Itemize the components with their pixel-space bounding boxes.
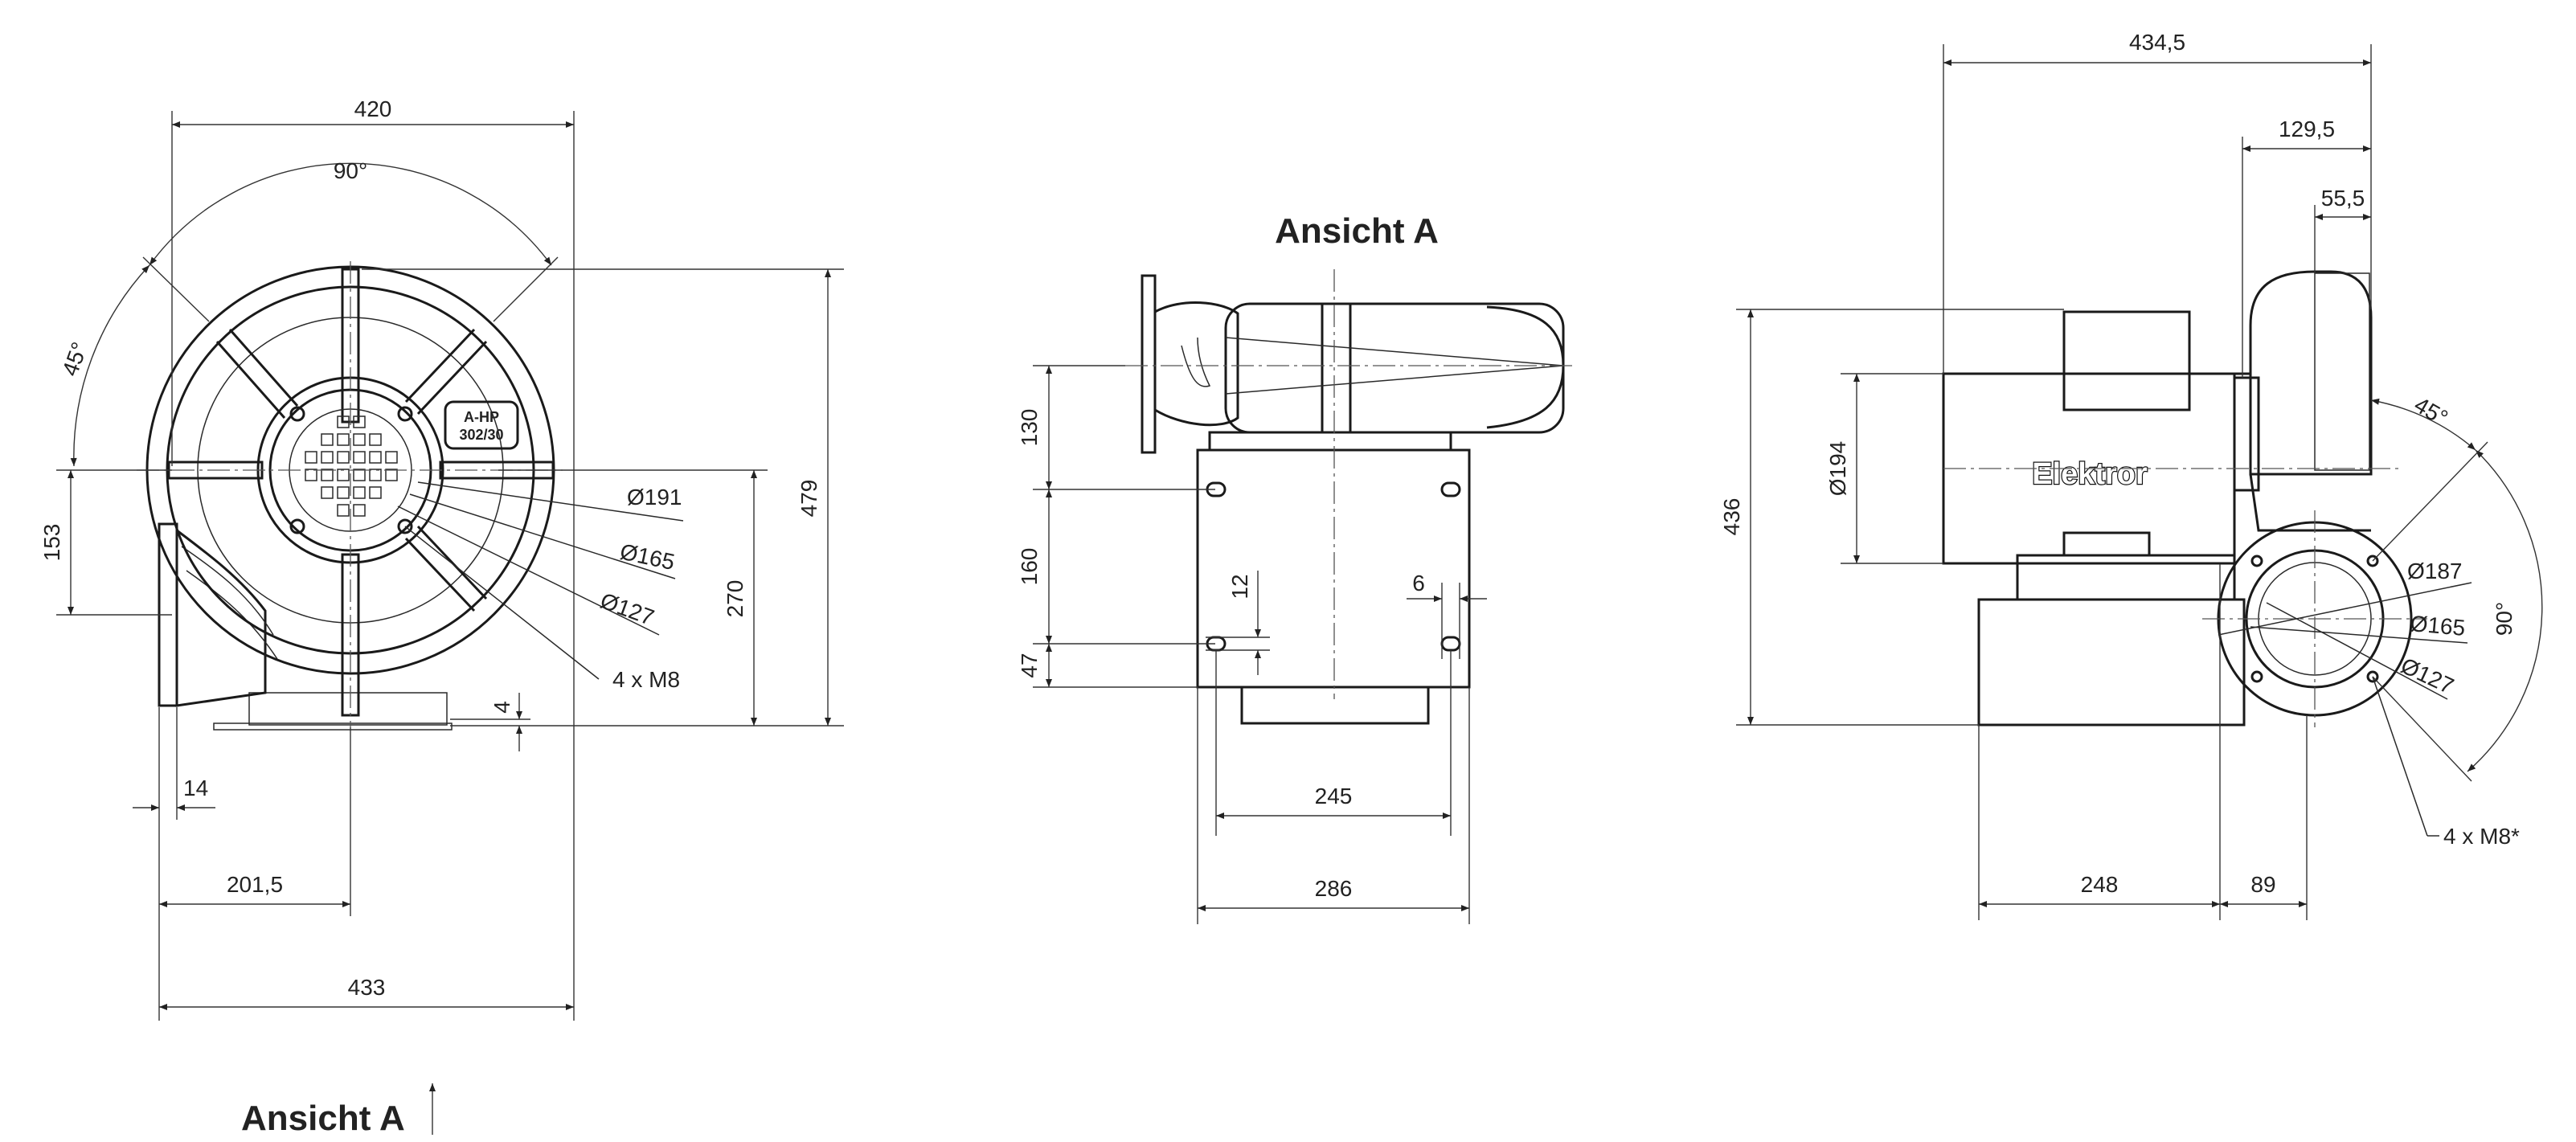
- dim-6: 6: [1412, 571, 1425, 596]
- right-base-box: [1977, 598, 2246, 727]
- dim-434-5: 434,5: [2129, 30, 2185, 55]
- dim-433: 433: [348, 975, 386, 1000]
- dim-479: 479: [797, 480, 821, 518]
- nameplate-line2: 302/30: [459, 427, 503, 443]
- side-foot: [1240, 686, 1430, 725]
- dim-dia-191: Ø191: [627, 485, 682, 510]
- dim-12: 12: [1227, 574, 1252, 599]
- angle-arc-45: [70, 264, 150, 467]
- right-dia-127: Ø127: [2397, 653, 2457, 698]
- angle-90: 90°: [334, 158, 367, 183]
- dim-129-5: 129,5: [2279, 117, 2335, 141]
- front-nameplate: [444, 400, 519, 450]
- front-view: A-HP 302/30 420 90° 45° 153 270 479 4: [39, 96, 844, 1138]
- nameplate-line1: A-HP: [464, 409, 499, 425]
- front-bolt-spec: 4 x M8: [612, 667, 680, 692]
- front-base-foot: [248, 692, 448, 726]
- side-housing: [1224, 302, 1565, 434]
- right-bolt-spec: 4 x M8*: [2443, 824, 2520, 849]
- dim-153: 153: [39, 524, 64, 562]
- view-title: Ansicht A: [1275, 211, 1439, 251]
- side-base-box: [1196, 448, 1471, 689]
- right-angle-90: 90°: [2492, 602, 2517, 636]
- side-flange: [1141, 274, 1157, 454]
- dim-dia-194: Ø194: [1825, 441, 1850, 497]
- dim-dia-165: Ø165: [618, 539, 677, 575]
- right-angle-45: 45°: [2410, 392, 2452, 431]
- dim-270: 270: [723, 580, 747, 618]
- dim-47: 47: [1017, 653, 1042, 677]
- angle-arc-90: [149, 162, 552, 266]
- dim-436: 436: [1719, 498, 1744, 536]
- side-view: Ansicht A 130 160: [1017, 211, 1575, 924]
- dim-160: 160: [1017, 548, 1042, 586]
- dim-420: 420: [354, 96, 392, 121]
- dim-245: 245: [1315, 784, 1353, 808]
- brand-logo: Elektror: [2032, 457, 2148, 491]
- view-arrow-label: Ansicht A: [241, 1099, 405, 1138]
- right-dia-165: Ø165: [2409, 611, 2466, 641]
- front-inlet-grille: [305, 415, 398, 517]
- dim-89: 89: [2250, 872, 2275, 897]
- dim-248: 248: [2081, 872, 2119, 897]
- dim-286: 286: [1315, 876, 1353, 901]
- right-housing-section: [2314, 272, 2370, 471]
- front-base-plate: [213, 722, 453, 731]
- dim-130: 130: [1017, 409, 1042, 447]
- right-outlet-bolts: [2250, 555, 2379, 683]
- dim-dia-127: Ø127: [597, 588, 657, 631]
- right-terminal-box: [2062, 310, 2191, 411]
- side-housing-base: [1208, 431, 1452, 452]
- dim-14: 14: [183, 776, 208, 800]
- right-view: Elektror 434,5 129,5 55,5: [1719, 30, 2543, 920]
- front-bolts: [289, 406, 413, 534]
- dim-4: 4: [489, 701, 514, 714]
- side-inlet: [1153, 301, 1239, 427]
- dim-201-5: 201,5: [227, 872, 283, 897]
- right-housing: [2249, 270, 2373, 476]
- front-outlet-duct: [175, 527, 267, 707]
- dim-55-5: 55,5: [2321, 186, 2365, 211]
- side-mounting-slots: [1206, 481, 1461, 652]
- right-dia-187: Ø187: [2407, 559, 2463, 583]
